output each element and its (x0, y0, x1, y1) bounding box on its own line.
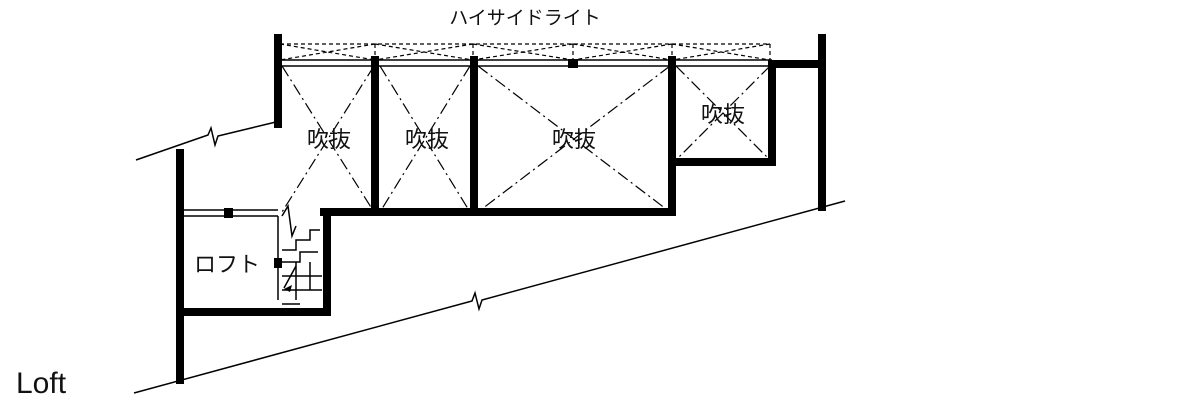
ground-lines (133, 120, 846, 394)
rail-post (274, 258, 282, 268)
void-label-3: 吹抜 (552, 128, 596, 153)
loft-floor-wall (176, 208, 331, 316)
right-box (668, 60, 826, 166)
skylight-sill-line (278, 59, 772, 67)
loft-room-label: ロフト (194, 253, 260, 278)
loft-stair (282, 229, 322, 305)
high-side-light-label: ハイサイドライト (449, 7, 601, 29)
void-crosses (281, 65, 771, 213)
void-label-1: 吹抜 (307, 128, 351, 153)
sill-post (568, 59, 578, 68)
high-side-light-band (278, 43, 772, 68)
void-label-4: 吹抜 (701, 103, 745, 128)
lower-slope-line (133, 200, 846, 394)
walls (176, 34, 826, 384)
loft-room (180, 203, 297, 300)
break-mark (281, 203, 297, 239)
ceiling-post (224, 208, 233, 218)
floor-title: Loft (16, 367, 67, 400)
upper-slope-line (135, 120, 281, 161)
void-label-2: 吹抜 (405, 128, 449, 153)
